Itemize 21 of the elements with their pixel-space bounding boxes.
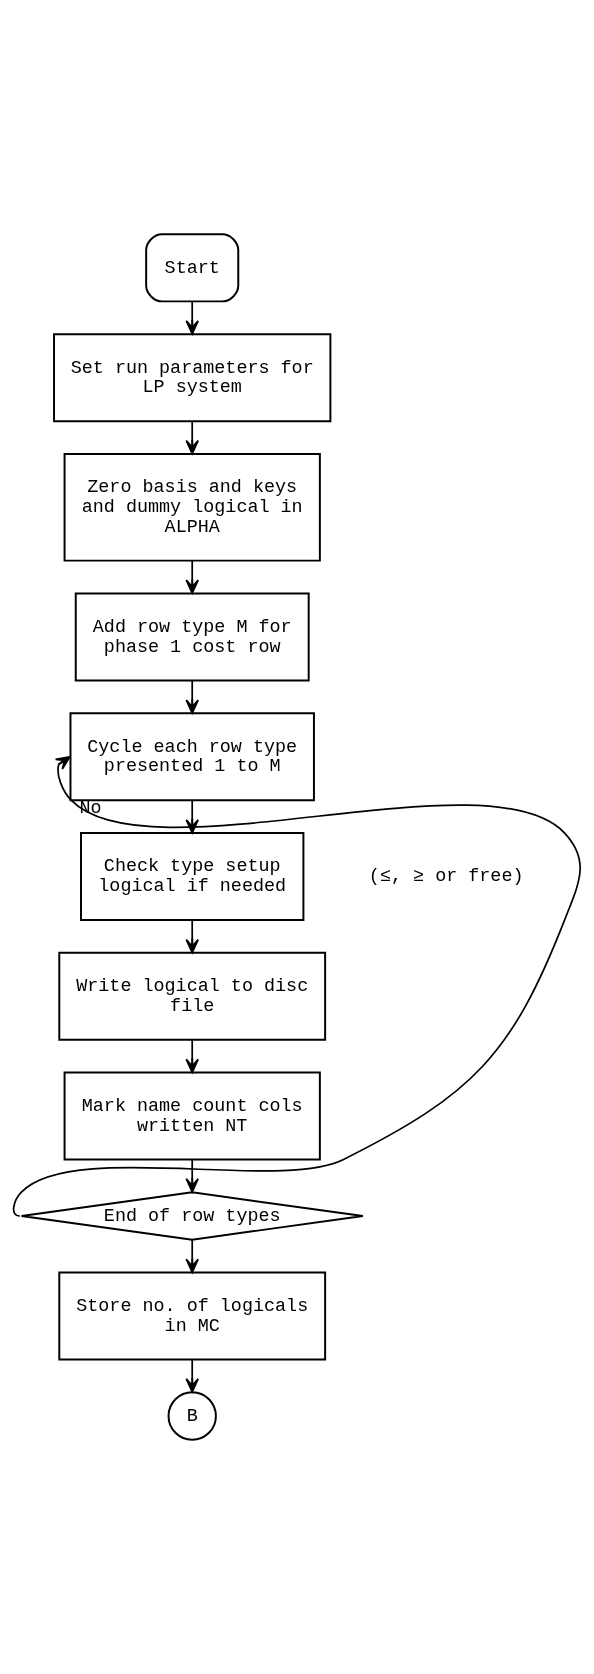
node-circle: B [167, 1391, 217, 1441]
arrow [185, 1039, 199, 1074]
arrow [185, 679, 199, 715]
arrow [185, 1358, 199, 1393]
node-box: Add row type M for phase 1 cost row [74, 592, 310, 682]
node-box: Set run parameters for LP system [53, 333, 332, 423]
node-box: Write logical to disc file [58, 951, 327, 1041]
arrow [185, 919, 199, 954]
node-box: Check type setup logical if needed [80, 832, 305, 921]
node-box: Cycle each row type presented 1 to M [69, 712, 315, 802]
node-box: Mark name count cols written NT [63, 1071, 321, 1161]
arrow [185, 559, 199, 595]
node-box: Zero basis and keys and dummy logical in ALPHA [63, 453, 321, 562]
arrow [185, 1158, 199, 1193]
arrow [185, 301, 199, 335]
node-box: Start [145, 233, 240, 303]
node-diamond: End of row types [20, 1191, 364, 1241]
node-label: (≤, ≥ or free) [368, 866, 524, 888]
node-box: Store no. of logicals in MC [58, 1271, 327, 1361]
arrow [185, 1239, 199, 1274]
arrow [185, 420, 199, 455]
